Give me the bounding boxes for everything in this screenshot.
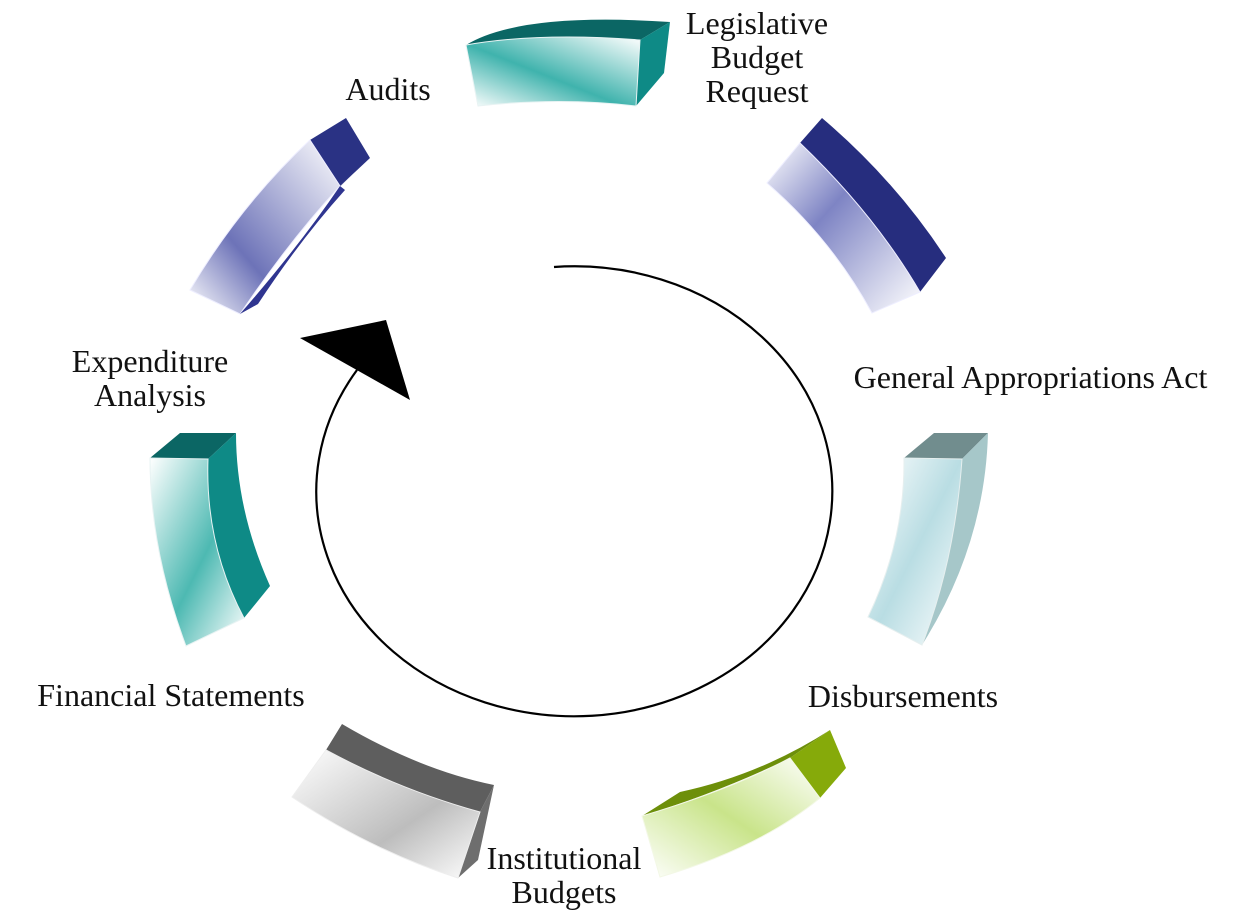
segment-general-appropriations-act — [766, 118, 946, 314]
segment-institutional-budgets — [641, 730, 846, 878]
label-financial-statements: Financial Statements — [37, 677, 305, 713]
label-legislative-budget-request: Legislative Budget Request — [685, 5, 829, 109]
segment-financial-statements — [291, 724, 494, 879]
segment-disbursements — [867, 433, 988, 646]
label-general-appropriations-act: General Appropriations Act — [853, 359, 1208, 395]
cycle-arrow-line — [315, 265, 834, 718]
label-expenditure-analysis: Expenditure Analysis — [71, 343, 229, 413]
segment-legislative-budget-request — [465, 19, 670, 107]
segment-expenditure-analysis — [149, 433, 270, 647]
label-disbursements: Disbursements — [807, 678, 999, 714]
label-audits: Audits — [345, 71, 431, 107]
segment-audits — [189, 118, 370, 315]
cycle-arrowhead — [300, 320, 410, 400]
label-institutional-budgets: Institutional Budgets — [486, 840, 642, 910]
